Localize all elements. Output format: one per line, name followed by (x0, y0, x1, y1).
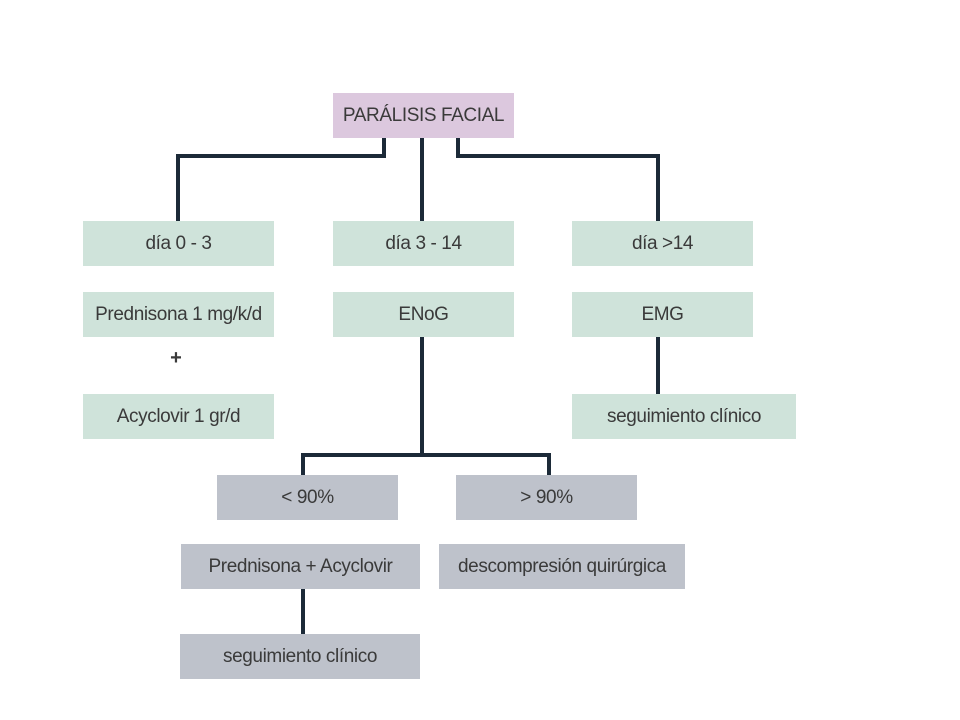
period-day-0-3: día 0 - 3 (83, 221, 274, 266)
treatment-prednisona-acyclovir: Prednisona + Acyclovir (181, 544, 420, 589)
connector-root-to-day14 (456, 138, 660, 221)
clinical-followup-right: seguimiento clínico (572, 394, 796, 439)
test-emg: EMG (572, 292, 753, 337)
surgical-decompression: descompresión quirúrgica (439, 544, 685, 589)
plus-sign: + (170, 347, 182, 369)
period-day-over-14: día >14 (572, 221, 753, 266)
clinical-followup-bottom: seguimiento clínico (180, 634, 420, 679)
period-day-3-14: día 3 - 14 (333, 221, 514, 266)
branch-below-90: < 90% (217, 475, 398, 520)
test-enog: ENoG (333, 292, 514, 337)
root-node-paralisis-facial: PARÁLISIS FACIAL (333, 93, 514, 138)
treatment-acyclovir: Acyclovir 1 gr/d (83, 394, 274, 439)
branch-above-90: > 90% (456, 475, 637, 520)
treatment-prednisona: Prednisona 1 mg/k/d (83, 292, 274, 337)
connector-root-to-day0 (176, 138, 386, 221)
